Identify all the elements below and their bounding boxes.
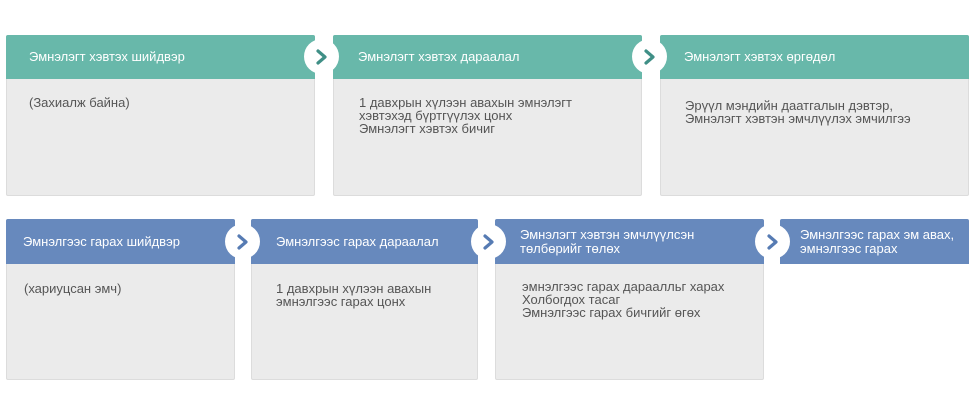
- step-header: Эмнэлгээс гарах шийдвэр: [6, 219, 235, 264]
- step-card-discharge-queue: Эмнэлгээс гарах дараалал 1 давхрын хүлээ…: [251, 219, 478, 380]
- chevron-right-icon: [755, 224, 790, 259]
- step-details: эмнэлгээс гарах дараалльг харах Холбогдо…: [522, 279, 725, 320]
- step-header: Эмнэлэгт хэвтэх шийдвэр: [6, 35, 315, 79]
- step-card-pay-bill: Эмнэлэгт хэвтэн эмчлүүлсэн төлбөрийг төл…: [495, 219, 764, 380]
- step-title: Эмнэлэгт хэвтэх шийдвэр: [29, 49, 185, 64]
- step-title: Эмнэлэгт хэвтэх дараалал: [358, 49, 520, 64]
- step-details: 1 давхрын хүлээн авахын эмнэлгээс гарах …: [276, 281, 432, 309]
- chevron-right-icon: [632, 39, 667, 74]
- step-title: Эмнэлгээс гарах дараалал: [276, 233, 439, 249]
- chevron-right-icon: [471, 224, 506, 259]
- step-header: Эмнэлэгт хэвтэн эмчлүүлсэн төлбөрийг төл…: [495, 219, 764, 264]
- step-details: 1 давхрын хүлээн авахын эмнэлэгт хэвтэхэ…: [359, 95, 572, 136]
- chevron-right-icon: [225, 224, 260, 259]
- step-card-admission-decision: Эмнэлэгт хэвтэх шийдвэр (Захиалж байна): [6, 35, 315, 196]
- chevron-right-icon: [304, 39, 339, 74]
- step-title: Эмнэлэгт хэвтэх өргөдөл: [684, 49, 836, 64]
- step-card-admission-queue: Эмнэлэгт хэвтэх дараалал 1 давхрын хүлээ…: [333, 35, 642, 196]
- step-title: Эмнэлгээс гарах шийдвэр: [23, 233, 180, 249]
- step-header: Эмнэлгээс гарах эм авах, эмнэлгээс гарах: [780, 219, 969, 264]
- step-card-discharge-medication: Эмнэлгээс гарах эм авах, эмнэлгээс гарах: [780, 219, 969, 264]
- step-card-discharge-decision: Эмнэлгээс гарах шийдвэр (хариуцсан эмч): [6, 219, 235, 380]
- step-header: Эмнэлэгт хэвтэх өргөдөл: [660, 35, 969, 79]
- step-details: (Захиалж байна): [29, 95, 130, 110]
- step-header: Эмнэлэгт хэвтэх дараалал: [333, 35, 642, 79]
- step-title: Эмнэлэгт хэвтэн эмчлүүлсэн төлбөрийг төл…: [520, 226, 695, 256]
- step-details: (хариуцсан эмч): [24, 281, 122, 296]
- step-title: Эмнэлгээс гарах эм авах, эмнэлгээс гарах: [800, 226, 955, 256]
- step-header: Эмнэлгээс гарах дараалал: [251, 219, 478, 264]
- step-details: Эрүүл мэндийн даатгалын дэвтэр, Эмнэлэгт…: [685, 98, 911, 126]
- step-card-admission-application: Эмнэлэгт хэвтэх өргөдөл Эрүүл мэндийн да…: [660, 35, 969, 196]
